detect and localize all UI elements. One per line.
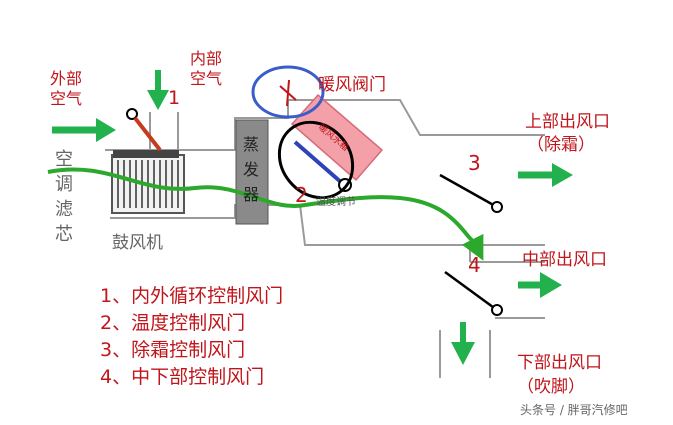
label-evaporator-3: 器 [243,185,259,204]
label-outside-air-line1: 外部 [50,69,82,88]
defrost-door-pivot [491,201,503,213]
label-air-filter-4: 芯 [55,224,73,245]
floor-door-pivot [491,304,503,316]
legend-item-4: 4、中下部控制风门 [100,366,265,388]
label-middle-outlet: 中部出风口 [522,250,607,270]
floor-door [444,270,498,312]
label-inside-air-line2: 空气 [190,69,222,88]
label-air-filter-1: 空 [55,149,73,170]
marker-1: 1 [168,87,180,109]
legend-item-1: 1、内外循环控制风门 [100,285,284,307]
label-heater-valve: 暖风阀门 [318,75,386,95]
label-outside-air-line2: 空气 [50,89,82,108]
airflow-path [47,167,484,261]
blower-top [113,150,179,158]
label-evaporator-2: 发 [243,160,259,179]
temperature-door-highlight [277,120,355,200]
arrow-outside-air [52,118,116,142]
legend-item-3: 3、除霜控制风门 [100,339,246,361]
label-air-filter-3: 滤 [55,199,73,220]
temperature-door [293,140,344,185]
label-upper-outlet: 上部出风口 [525,112,610,132]
intake-door-pivot [126,108,138,120]
watermark: 头条号 / 胖哥汽修吧 [520,402,628,417]
label-air-filter-2: 调 [55,174,73,195]
heater-valve-cross-b [286,79,290,107]
arrow-upper-outlet [518,163,573,187]
label-temp-control: 温度调节 [316,195,356,208]
arrow-middle-outlet [518,272,562,298]
arrow-inside-air [147,70,169,110]
label-upper-outlet-note: （除霜） [527,135,595,155]
defrost-door [439,173,498,209]
label-lower-outlet: 下部出风口 [517,353,602,373]
marker-4: 4 [468,253,481,277]
heater-valve-highlight [251,65,325,119]
legend-list: 1、内外循环控制风门 2、温度控制风门 3、除霜控制风门 4、中下部控制风门 [100,283,430,391]
evaporator [235,119,269,225]
intake-door [133,116,162,152]
label-lower-outlet-note: （吹脚） [517,377,585,397]
marker-3: 3 [468,151,481,175]
label-blower: 鼓风机 [112,233,163,253]
label-evaporator-1: 蒸 [243,135,259,154]
arrow-lower-outlet [451,322,475,365]
label-inside-air-line1: 内部 [190,49,222,68]
marker-2: 2 [295,183,308,207]
legend-item-2: 2、温度控制风门 [100,312,246,334]
